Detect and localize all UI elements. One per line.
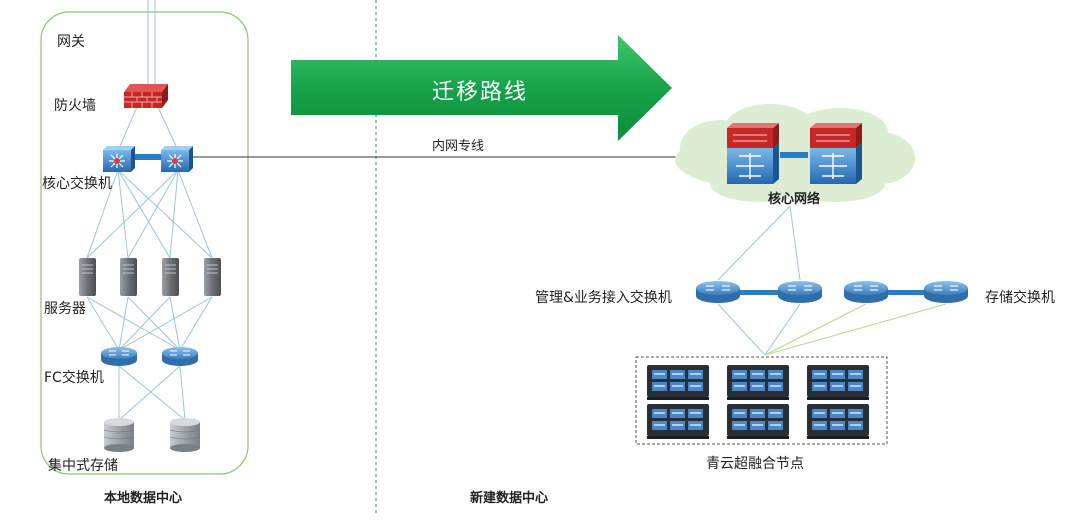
router-switch-icon (924, 281, 968, 303)
core-network-device-icon (810, 123, 862, 184)
migration-arrow-label: 迁移路线 (431, 80, 528, 105)
storage-switch-label: 存储交换机 (985, 290, 1055, 306)
hyperconverged-node-group (635, 356, 888, 445)
access-switch-link (740, 290, 778, 295)
servers-label: 服务器 (44, 301, 86, 317)
hyperconverged-node-icon (807, 365, 869, 400)
hyperconverged-nodes-label: 青云超融合节点 (706, 456, 804, 472)
fc-storage-links (118, 365, 186, 421)
firewall-icon (124, 84, 168, 108)
local-dc-zone (40, 11, 249, 475)
hyperconverged-node-grid (647, 365, 869, 439)
server-icon (79, 258, 96, 296)
server-fc-mesh (86, 296, 213, 351)
hyperconverged-node-icon (727, 404, 789, 439)
hyperconverged-node-icon (807, 404, 869, 439)
router-switch-icon (844, 281, 888, 303)
access-node-links (717, 303, 801, 356)
core-network-device-icon (727, 123, 779, 184)
gateway-label: 网关 (57, 34, 85, 50)
local-dc-title: 本地数据中心 (104, 491, 183, 506)
core-switch-label: 核心交换机 (42, 176, 112, 192)
core-server-mesh (86, 169, 213, 259)
router-switch-icon (101, 347, 137, 366)
firewall-label: 防火墙 (54, 98, 96, 114)
disk-storage-icon (169, 418, 201, 452)
access-switch-label: 管理&业务接入交换机 (535, 290, 672, 306)
server-icon (162, 258, 179, 296)
disk-storage-icon (103, 418, 135, 452)
router-switch-icon (696, 281, 740, 303)
core-switch-icon (161, 146, 193, 172)
core-access-links (717, 205, 801, 281)
router-switch-icon (778, 281, 822, 303)
storage-label: 集中式存储 (48, 458, 118, 474)
hyperconverged-node-icon (647, 365, 709, 400)
hyperconverged-node-icon (647, 404, 709, 439)
router-switch-icon (162, 347, 198, 366)
core-switch-icon (103, 146, 135, 172)
gateway-uplink (147, 0, 156, 85)
storage-switch-link (888, 290, 924, 295)
dedicated-line-label: 内网专线 (432, 139, 485, 154)
storage-node-links (764, 303, 947, 356)
server-icon (204, 258, 221, 296)
new-dc-title: 新建数据中心 (470, 491, 549, 506)
firewall-links (119, 106, 177, 147)
core-network-label: 核心网络 (768, 192, 821, 207)
migration-arrow (291, 35, 672, 141)
core-network-link (780, 152, 808, 158)
fc-switch-label: FC交换机 (44, 370, 104, 386)
server-icon (120, 258, 137, 296)
hyperconverged-node-icon (727, 365, 789, 400)
core-switch-link (135, 154, 161, 160)
